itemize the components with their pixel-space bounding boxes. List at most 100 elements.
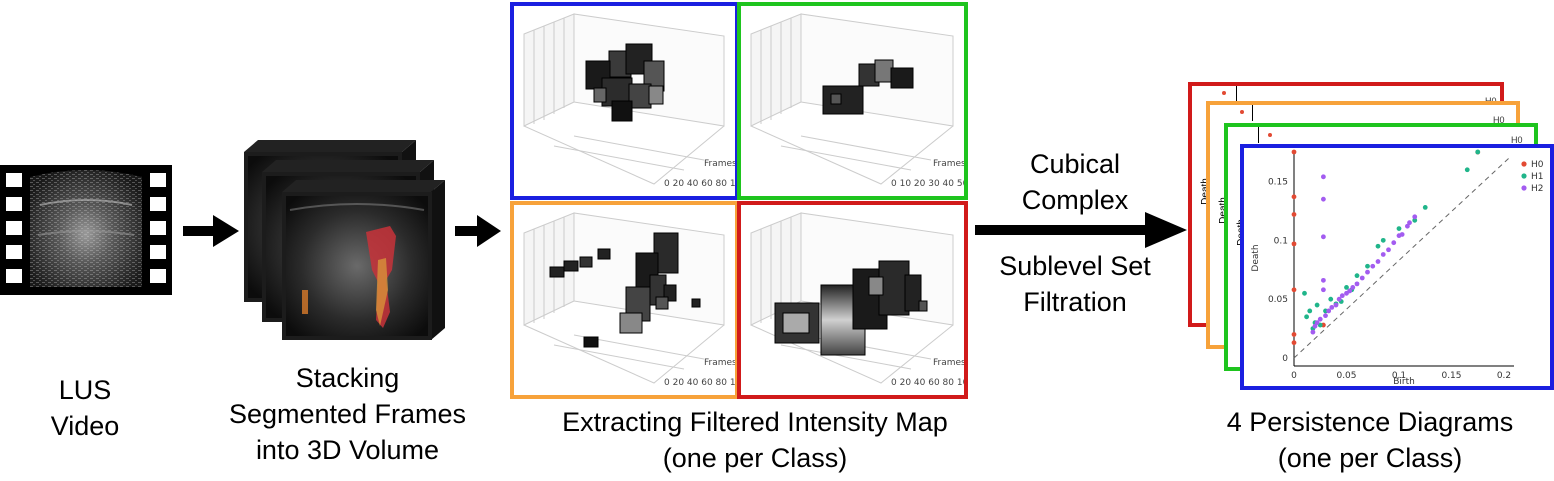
point-h1 <box>1314 302 1320 308</box>
point-h1 <box>1302 290 1307 296</box>
point-h2 <box>1354 281 1360 287</box>
point-h2 <box>1407 220 1412 226</box>
point-h1 <box>1304 314 1309 320</box>
voxel-cluster <box>822 59 914 115</box>
back-axis <box>1252 105 1253 121</box>
back-legend-h0: H0 <box>1511 135 1523 145</box>
point-h2 <box>1370 263 1376 269</box>
axis-ticks: 0 20 40 60 80 100 <box>664 378 735 388</box>
x-axis-label: Birth <box>1393 377 1415 386</box>
caption-line: Video <box>50 411 120 441</box>
point-h2 <box>1359 275 1365 281</box>
point-h0 <box>1291 287 1297 293</box>
frames-label: Frames <box>933 358 964 368</box>
filmstrip-icon <box>0 165 172 295</box>
voxel-plot-orange: 0 20 40 60 80 100 Frames <box>523 212 747 388</box>
point-h2 <box>1339 293 1345 299</box>
caption-line: Sublevel Set <box>999 251 1151 281</box>
point-h2 <box>1365 269 1370 275</box>
legend-label: H2 <box>1531 184 1544 194</box>
caption-line: Filtration <box>1023 287 1127 317</box>
point-h2 <box>1329 305 1335 310</box>
intensity-panel-red: 0 20 40 60 80 100 Frames <box>737 201 974 399</box>
x-tick-label: 0.2 <box>1497 371 1511 381</box>
x-tick-label: 0.1 <box>1392 371 1406 381</box>
point-h2 <box>1321 234 1326 240</box>
caption-line: (one per Class) <box>662 443 848 473</box>
point-h1 <box>1396 226 1402 231</box>
voxel-plot-blue: 0 20 40 60 80 100 Frames <box>523 13 747 189</box>
point-h2 <box>1323 313 1328 319</box>
caption-line: LUS <box>58 375 112 405</box>
caption-line: Extracting Filtered Intensity Map <box>562 407 948 437</box>
point-h2 <box>1321 287 1326 293</box>
point-h2 <box>1326 308 1332 314</box>
point-h2 <box>1336 296 1342 302</box>
legend-marker <box>1521 161 1527 167</box>
intensity-panel-green: 0 10 20 30 40 50 60 70 Frames <box>737 2 997 200</box>
persistence-diagram-stack: Death H0 Death H0 Death H0 00.050.10.150… <box>1188 82 1554 392</box>
caption-line: into 3D Volume <box>255 435 440 465</box>
back-dot <box>1240 110 1244 114</box>
point-h1 <box>1475 149 1481 155</box>
point-h1 <box>1307 308 1313 314</box>
point-h0 <box>1291 212 1297 217</box>
point-h2 <box>1310 329 1316 335</box>
frames-label: Frames <box>704 159 735 169</box>
x-tick-label: 0.05 <box>1336 371 1356 381</box>
legend-marker <box>1521 185 1527 191</box>
diagonal-line <box>1293 157 1510 359</box>
back-dot <box>1222 91 1226 95</box>
x-tick-label: 0 <box>1291 371 1297 381</box>
caption-cubical-complex: Cubical Complex <box>990 146 1160 218</box>
arrow-right-icon <box>183 215 239 247</box>
point-h2 <box>1386 247 1391 253</box>
point-h1 <box>1412 217 1418 223</box>
point-h2 <box>1391 240 1397 246</box>
back-axis <box>1258 127 1259 143</box>
point-h2 <box>1317 316 1323 322</box>
plot-points <box>1291 149 1481 346</box>
arrow-right-icon <box>455 215 501 247</box>
point-h1 <box>1365 263 1370 269</box>
lus-video-filmstrip <box>0 165 172 295</box>
x-tick-label: 0.15 <box>1441 371 1461 381</box>
caption-stacking: Stacking Segmented Frames into 3D Volume <box>225 360 470 468</box>
point-h1 <box>1328 296 1334 302</box>
caption-line: Stacking <box>295 363 400 393</box>
stacked-frames-volume <box>240 140 445 340</box>
point-h2 <box>1321 174 1326 180</box>
legend-label: H1 <box>1531 172 1544 182</box>
point-h1 <box>1344 285 1349 290</box>
voxel-cluster <box>774 260 928 356</box>
back-dot <box>1268 133 1272 137</box>
point-h1 <box>1380 237 1386 243</box>
point-h2 <box>1405 223 1410 229</box>
point-h2 <box>1347 288 1353 294</box>
point-h0 <box>1291 332 1297 337</box>
point-h1 <box>1464 167 1470 173</box>
intensity-panel-orange: 0 20 40 60 80 100 Frames <box>510 201 747 399</box>
axis-ticks: 0 10 20 30 40 50 60 70 <box>891 179 964 189</box>
axis-ticks: 0 20 40 60 80 100 <box>664 179 735 189</box>
point-h2 <box>1399 232 1405 237</box>
y-axis-label: Death <box>1251 244 1261 271</box>
point-h2 <box>1333 302 1339 308</box>
point-h2 <box>1380 252 1386 257</box>
legend-label: H0 <box>1531 160 1544 170</box>
y-tick-label: 0.05 <box>1268 295 1288 305</box>
intensity-panel-blue: 0 20 40 60 80 100 Frames <box>510 2 747 200</box>
point-h1 <box>1422 205 1428 210</box>
caption-line: Cubical <box>1029 149 1121 179</box>
point-h2 <box>1412 214 1418 220</box>
caption-sublevel-filtration: Sublevel Set Filtration <box>980 248 1170 320</box>
point-h0 <box>1291 340 1297 346</box>
caption-line: (one per Class) <box>1277 443 1463 473</box>
arrow-right-long-icon <box>975 212 1187 248</box>
voxel-cluster <box>549 232 701 348</box>
axis-ticks: 0 20 40 60 80 100 <box>891 378 964 388</box>
caption-persistence: 4 Persistence Diagrams (one per Class) <box>1185 404 1554 476</box>
y-tick-label: 0.1 <box>1274 236 1288 246</box>
